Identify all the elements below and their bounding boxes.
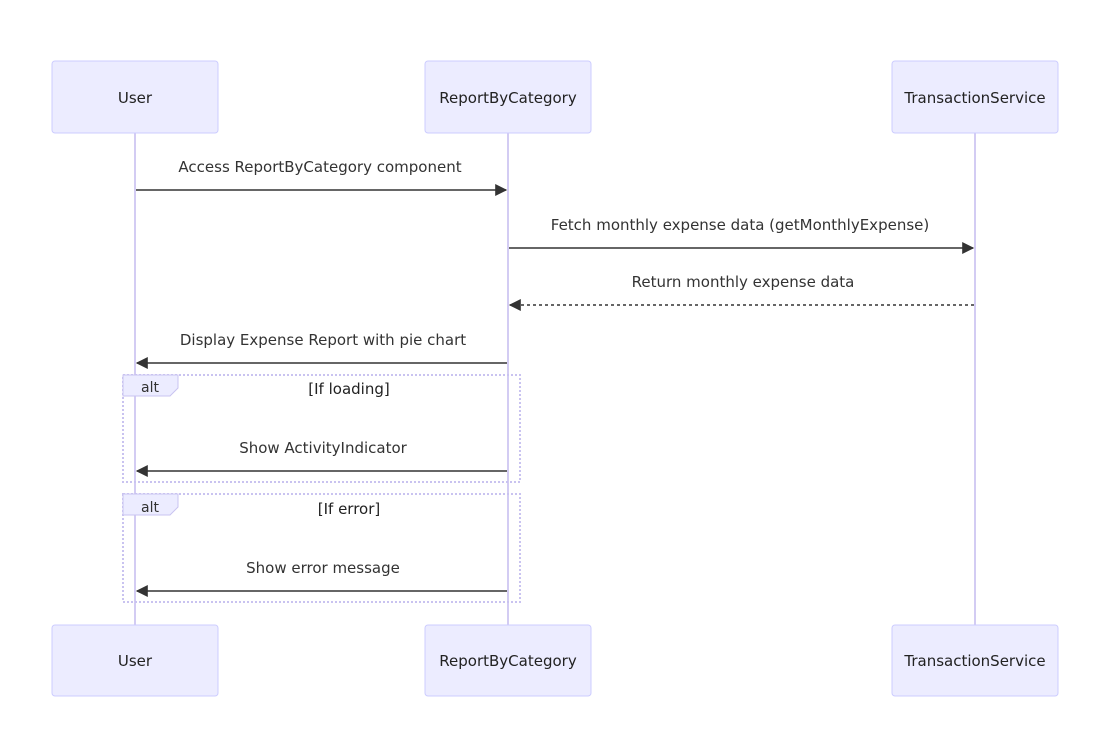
actor-label: TransactionService xyxy=(903,89,1045,107)
message-label: Return monthly expense data xyxy=(632,273,855,291)
message-label: Access ReportByCategory component xyxy=(178,158,461,176)
actor-top-transaction-service: TransactionService xyxy=(891,60,1059,134)
actor-label: ReportByCategory xyxy=(439,89,577,107)
actor-bottom-transaction-service: TransactionService xyxy=(891,624,1059,697)
message-display-expense-report: Display Expense Report with pie chart xyxy=(135,331,507,369)
message-fetch-monthly-expense: Fetch monthly expense data (getMonthlyEx… xyxy=(509,216,975,254)
fragment-condition: [If error] xyxy=(318,500,381,518)
actor-bottom-report-by-category: ReportByCategory xyxy=(424,624,592,697)
fragment-tab xyxy=(122,374,179,397)
actor-top-user: User xyxy=(51,60,219,134)
alt-fragment-error: alt [If error] Show error message xyxy=(122,493,521,603)
fragment-tab xyxy=(122,493,179,516)
actor-label: ReportByCategory xyxy=(439,652,577,670)
message-label: Display Expense Report with pie chart xyxy=(180,331,466,349)
alt-fragment-loading: alt [If loading] Show ActivityIndicator xyxy=(122,374,521,483)
message-access-component: Access ReportByCategory component xyxy=(136,158,508,196)
actor-label: User xyxy=(118,652,153,670)
message-label: Show error message xyxy=(246,559,400,577)
message-label: Fetch monthly expense data (getMonthlyEx… xyxy=(551,216,929,234)
fragment-frame xyxy=(122,493,521,603)
fragment-keyword: alt xyxy=(141,380,159,396)
message-label: Show ActivityIndicator xyxy=(239,439,407,457)
actor-top-report-by-category: ReportByCategory xyxy=(424,60,592,134)
message-return-monthly-expense: Return monthly expense data xyxy=(508,273,974,311)
actor-label: User xyxy=(118,89,153,107)
fragment-keyword: alt xyxy=(141,500,159,516)
actor-bottom-user: User xyxy=(51,624,219,697)
fragment-condition: [If loading] xyxy=(308,380,389,398)
actor-label: TransactionService xyxy=(903,652,1045,670)
